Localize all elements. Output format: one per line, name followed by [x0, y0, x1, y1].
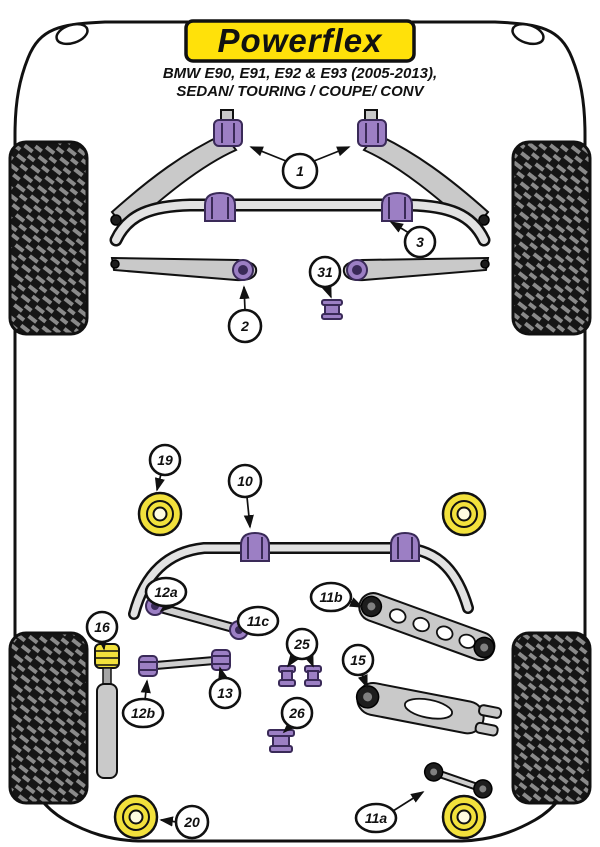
callout-12a-label: 12a [154, 584, 178, 600]
front-arb-bush-left [204, 191, 236, 222]
callout-11c[interactable]: 11c [236, 605, 280, 637]
callout-11a[interactable]: 11a [354, 802, 398, 834]
callout-2-label: 2 [240, 318, 249, 334]
callout-16-label: 16 [94, 619, 110, 635]
arrow-1-right [313, 146, 351, 162]
callout-13[interactable]: 13 [208, 676, 242, 710]
callout-2[interactable]: 2 [227, 308, 263, 344]
callout-16[interactable]: 16 [85, 610, 119, 644]
callout-10-label: 10 [237, 473, 253, 489]
lower-arm-15 [355, 682, 503, 737]
callout-12b[interactable]: 12b [121, 697, 165, 729]
front-upper-bush-right [357, 119, 387, 147]
callout-11b[interactable]: 11b [309, 581, 353, 613]
spring-top-right [441, 491, 487, 537]
callout-31[interactable]: 31 [308, 255, 342, 289]
callout-3-label: 3 [416, 234, 424, 250]
tire-front-right [511, 140, 592, 336]
springs [113, 491, 487, 840]
logo-box [184, 19, 416, 63]
tire-rear-left [8, 631, 89, 805]
callout-15[interactable]: 15 [341, 643, 375, 677]
arrow-15 [357, 673, 368, 689]
arrow-31 [321, 284, 332, 299]
callout-11c-label: 11c [247, 613, 270, 629]
rear-arb-bush-left [240, 531, 270, 562]
callout-15-label: 15 [350, 652, 366, 668]
rear-arb-bush-right [390, 531, 420, 562]
front-lower-arm-left-tip [110, 259, 120, 269]
callout-1[interactable]: 1 [281, 152, 319, 190]
shock-absorber-16 [94, 643, 120, 779]
callout-13-label: 13 [217, 685, 233, 701]
tire-rear-right [511, 631, 592, 805]
arrow-3 [389, 221, 410, 234]
arrow-12b [140, 679, 151, 701]
arrow-20 [159, 816, 178, 827]
arrow-11a [392, 791, 425, 812]
callout-25-label: 25 [293, 636, 310, 652]
spring-bottom-right [441, 794, 487, 840]
callout-26-label: 26 [288, 705, 305, 721]
body-bump-left [55, 22, 89, 46]
bush-31 [321, 299, 343, 320]
trailing-arm-11b [358, 592, 496, 662]
front-upper-bush-left [213, 119, 243, 147]
callout-19[interactable]: 19 [148, 443, 182, 477]
link-arm-12b-13 [138, 649, 231, 677]
front-lower-bush-left [232, 259, 254, 281]
front-lower-bush-right [346, 259, 368, 281]
callout-10[interactable]: 10 [227, 463, 263, 499]
callout-11a-label: 11a [365, 810, 388, 826]
callout-26[interactable]: 26 [280, 696, 314, 730]
front-upper-arm-right-tip [478, 214, 490, 226]
arrow-2 [239, 285, 250, 311]
callout-20-label: 20 [183, 814, 200, 830]
arrow-10 [243, 496, 254, 529]
callout-25[interactable]: 25 [285, 627, 319, 661]
tire-front-left [8, 140, 89, 336]
callout-31-label: 31 [317, 264, 333, 280]
logo-text: Powerflex [218, 22, 384, 59]
arrow-1-left [249, 146, 287, 162]
callout-11b-label: 11b [319, 589, 343, 605]
spring-top-left [137, 491, 183, 537]
bushes-25 [278, 665, 322, 687]
callout-12a[interactable]: 12a [144, 576, 188, 608]
callout-1-label: 1 [296, 163, 304, 179]
callout-20[interactable]: 20 [174, 804, 210, 840]
link-arm-11a [423, 762, 493, 799]
front-antiroll-bar [109, 198, 491, 247]
front-upper-arm-left-tip [110, 214, 122, 226]
vehicle-title-line1: BMW E90, E91, E92 & E93 (2005-2013), [163, 65, 437, 82]
front-arb-bush-right [381, 191, 413, 222]
rear-antiroll-bar [128, 542, 474, 620]
front-lower-arm-right-tip [480, 259, 490, 269]
body-bump-right [511, 22, 545, 46]
arrow-19 [154, 473, 165, 492]
callout-19-label: 19 [157, 452, 173, 468]
callout-12b-label: 12b [131, 705, 156, 721]
vehicle-title-line2: SEDAN/ TOURING / COUPE/ CONV [176, 83, 425, 100]
spring-bottom-left [113, 794, 159, 840]
callout-3[interactable]: 3 [403, 225, 437, 259]
powerflex-logo: Powerflex [184, 19, 416, 63]
